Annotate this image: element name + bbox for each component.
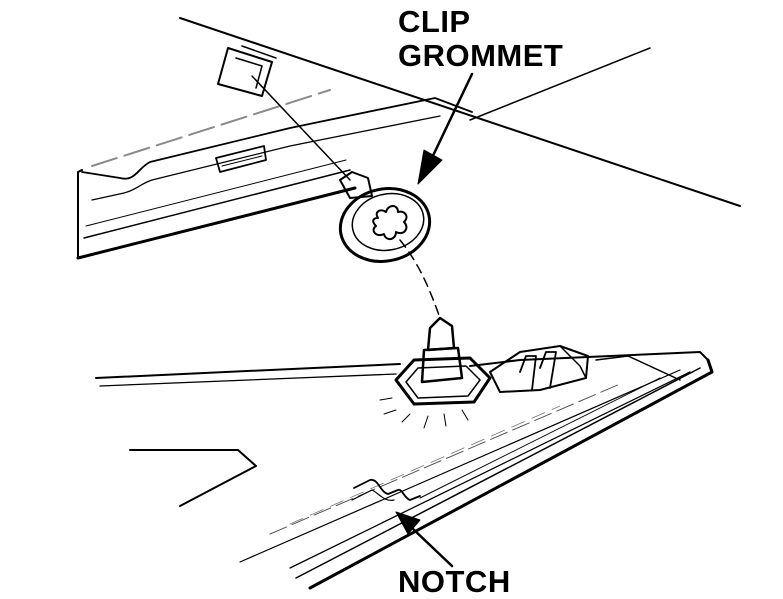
notch-leader-arrowhead [395, 511, 421, 535]
clip [251, 75, 441, 319]
notch-leader [395, 511, 454, 568]
notch-leader-line [410, 526, 454, 568]
clip-mount-tab-inner [235, 57, 263, 89]
body-edge-line [469, 47, 651, 121]
grommet-hex [394, 356, 492, 406]
clip-stem [339, 171, 373, 199]
lower-panel-rail-3 [239, 369, 681, 563]
bracket-tab-rib-2 [539, 351, 557, 389]
clip-leader-arrowhead [417, 149, 443, 185]
bracket-tab-edge [559, 345, 587, 379]
grommet-label: GROMMET [398, 38, 564, 73]
upper-panel-top-edge [179, 17, 741, 207]
upper-panel-flange-inner [91, 115, 441, 201]
lower-panel-right-edge [308, 358, 714, 590]
lower-panel-right-top [469, 351, 709, 367]
lower-panel-top-edge-inner [99, 373, 397, 387]
clip-mount-tab-side [241, 45, 277, 59]
lower-body-panel [95, 345, 714, 590]
clip-mount-tab [217, 47, 273, 97]
clip-to-grommet-path [399, 239, 441, 319]
panel-slot [215, 145, 267, 173]
lower-panel-dashed-line-2 [289, 405, 561, 525]
grommet-stud [426, 316, 456, 352]
upper-panel-inner-edge [83, 169, 351, 239]
grommet-tick-3 [423, 415, 429, 429]
grommet-tick-1 [383, 409, 397, 415]
upper-trim-panel [76, 17, 741, 260]
grommet-stud-body [420, 346, 464, 384]
lower-panel-dashed-line [269, 383, 621, 535]
upper-panel-flange [81, 97, 473, 180]
upper-panel-bottom-edge [76, 186, 357, 260]
notch-contour [353, 479, 421, 501]
upper-panel-left-edge [77, 169, 83, 259]
grommet-tick-5 [461, 409, 469, 421]
notch-label: NOTCH [398, 564, 511, 599]
bracket-tab [489, 345, 589, 393]
left-cutout [129, 449, 257, 507]
grommet-tick-6 [379, 397, 393, 401]
upper-panel-gray-line [91, 89, 331, 167]
grommet-hex-inner [405, 365, 481, 399]
clip-grommet-leader [417, 72, 474, 185]
clip-leader-line [251, 75, 351, 181]
lower-panel-rail-4 [419, 377, 661, 499]
clip-label: CLIP [398, 4, 471, 39]
upper-panel-flange-lower [85, 159, 347, 227]
clip-cross-recess [372, 205, 408, 240]
bracket-flange [595, 355, 681, 381]
clip-head-outer [338, 187, 432, 263]
lower-panel-top-edge [95, 363, 401, 379]
grommet-tick-2 [401, 413, 411, 423]
panel-slot-inner [221, 155, 263, 167]
lower-panel-rail-2 [289, 371, 691, 569]
notch-contour-inner [351, 489, 395, 501]
clip-head-inner [351, 192, 425, 252]
clip-leader-arrow-line [428, 72, 474, 164]
grommet-tick-4 [443, 413, 447, 427]
lower-panel-rail-1 [295, 367, 701, 579]
bracket-tab-rib-1 [519, 355, 537, 391]
grommet [379, 316, 492, 429]
